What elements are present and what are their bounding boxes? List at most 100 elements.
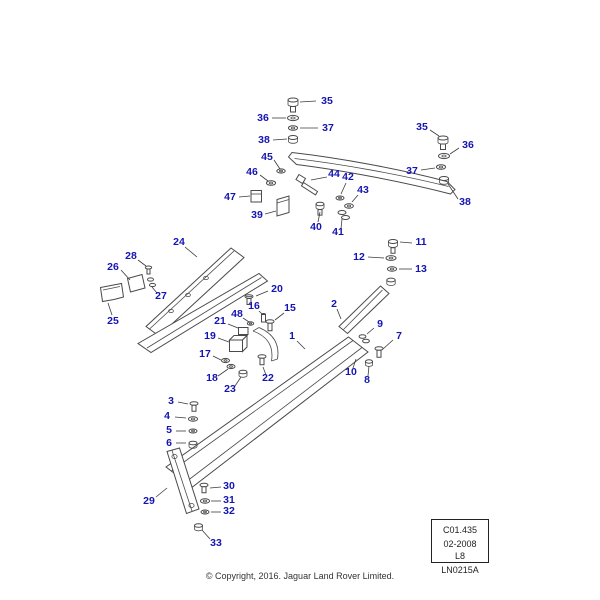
leader-line-17 [212, 355, 222, 361]
callout-36: 36 [257, 112, 269, 124]
callout-47: 47 [224, 191, 236, 203]
leader-line-4 [174, 416, 187, 419]
leader-line-24 [184, 246, 198, 258]
washer-icon [344, 203, 354, 209]
leader-line-26 [120, 269, 131, 281]
washer-icon [147, 277, 156, 288]
callout-16: 16 [248, 300, 260, 312]
leader-line-2 [336, 308, 342, 320]
nut-icon [287, 135, 299, 144]
callout-19: 19 [204, 330, 216, 342]
bolt-icon [374, 346, 384, 358]
washer-icon [337, 210, 350, 220]
leader-line-29 [155, 487, 168, 498]
washer-icon [226, 363, 236, 370]
leader-line-1 [296, 340, 306, 350]
leader-line-9 [366, 327, 375, 335]
callout-15: 15 [284, 302, 296, 314]
callout-32: 32 [223, 505, 235, 517]
callout-8: 8 [364, 374, 370, 386]
leader-line-40 [317, 211, 321, 223]
leader-line-43 [351, 194, 359, 203]
leader-line-25 [107, 302, 113, 316]
callout-36: 36 [462, 139, 474, 151]
leader-line-11 [399, 241, 413, 244]
leader-line-12 [367, 256, 385, 259]
callout-31: 31 [223, 494, 235, 506]
bracket-block-icon [228, 334, 249, 353]
leader-line-46 [259, 174, 269, 182]
callout-23: 23 [224, 383, 236, 395]
washer-icon [358, 334, 370, 344]
leader-line-30 [209, 486, 222, 489]
bolt-icon [257, 354, 267, 366]
callout-41: 41 [332, 226, 344, 238]
pin-icon [261, 313, 266, 323]
callout-35: 35 [321, 95, 333, 107]
washer-icon [386, 266, 398, 272]
callout-21: 21 [214, 315, 226, 327]
callout-40: 40 [310, 221, 322, 233]
leader-line-10 [352, 358, 357, 369]
leader-line-37 [420, 167, 436, 171]
leader-line-39 [264, 210, 277, 215]
curved-strap-icon [252, 327, 279, 362]
bolt-icon [437, 135, 449, 150]
callout-13: 13 [415, 263, 427, 275]
washer-icon [385, 255, 397, 261]
bolt-icon [387, 239, 399, 254]
callout-45: 45 [261, 151, 273, 163]
callout-37: 37 [322, 122, 334, 134]
bolt-icon [199, 482, 209, 494]
leader-line-38 [272, 138, 288, 141]
callout-17: 17 [199, 348, 211, 360]
washer-icon [199, 498, 211, 504]
leader-line-21 [227, 323, 239, 329]
reference-box: C01.435 02-2008 L8 LN0215A [431, 519, 489, 575]
callout-48: 48 [231, 308, 243, 320]
leader-line-38 [447, 183, 459, 200]
support-stay [166, 447, 200, 515]
callout-37: 37 [406, 165, 418, 177]
callout-18: 18 [206, 372, 218, 384]
washer-icon [287, 125, 299, 131]
leader-line-8 [367, 365, 370, 377]
callout-5: 5 [166, 424, 172, 436]
callout-33: 33 [210, 537, 222, 549]
leader-line-35 [429, 129, 440, 137]
washer-icon [435, 164, 447, 170]
drawing-number: LN0215A [441, 565, 479, 575]
callout-39: 39 [251, 209, 263, 221]
leader-line-20 [255, 290, 269, 297]
washer-icon [276, 168, 286, 174]
nut-icon [364, 359, 374, 367]
end-bracket-icon [99, 282, 125, 303]
callout-7: 7 [396, 330, 402, 342]
callout-44: 44 [328, 168, 340, 180]
fiche-reference: C01.435 [443, 525, 477, 535]
callout-29: 29 [143, 495, 155, 507]
sheet-code: L8 [455, 551, 465, 561]
washer-icon [438, 152, 450, 160]
leader-line-18 [217, 368, 229, 377]
washer-icon [335, 195, 345, 201]
nut-icon [188, 440, 198, 449]
callout-25: 25 [107, 315, 119, 327]
callout-1: 1 [289, 330, 295, 342]
bolt-icon [189, 401, 199, 412]
washer-icon [265, 180, 277, 186]
main-sill-panel [165, 336, 369, 488]
callout-30: 30 [223, 480, 235, 492]
leader-line-45 [273, 159, 281, 170]
leader-line-48 [242, 317, 250, 323]
leader-line-23 [234, 376, 242, 387]
callout-22: 22 [262, 372, 274, 384]
nut-icon [194, 523, 203, 532]
callout-42: 42 [342, 171, 354, 183]
washer-icon [246, 321, 255, 326]
callout-38: 38 [258, 134, 270, 146]
callout-27: 27 [155, 290, 167, 302]
